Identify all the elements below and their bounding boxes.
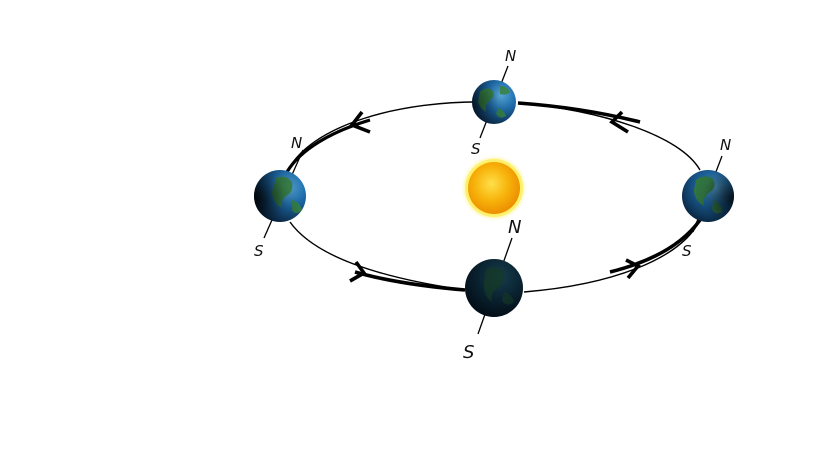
earth-icon <box>472 80 516 124</box>
orbit-arrows <box>349 110 641 283</box>
sun-icon <box>461 155 527 221</box>
orbit-segment-front-bottom-left <box>354 270 466 292</box>
arrow-right-bottom-icon <box>625 258 641 280</box>
south-label: S <box>254 242 264 260</box>
earth-bottom: N S <box>463 217 523 363</box>
earth-icon <box>254 170 306 222</box>
north-label: N <box>508 217 521 238</box>
south-label: S <box>463 342 474 363</box>
arrow-left-bottom-icon <box>349 260 367 283</box>
orbit-segment-front-bottom-right <box>609 218 702 274</box>
arrow-left-top-icon <box>349 110 371 134</box>
orbit-path <box>285 101 702 293</box>
orbit-segment-back-top-right <box>517 102 701 171</box>
earth-left: N S <box>254 134 306 260</box>
arrow-right-top-icon <box>609 110 629 134</box>
orbit-segment-front-top-right <box>517 101 641 124</box>
orbit-segment-back-left <box>286 101 491 173</box>
earth-icon <box>682 170 734 222</box>
north-label: N <box>720 136 731 154</box>
earth-icon <box>465 259 523 317</box>
south-label: S <box>682 242 692 260</box>
orbit-segment-back-bottom-left <box>289 221 466 291</box>
earth-right: N S <box>682 136 734 260</box>
orbit-segment-back-bottom-right <box>523 219 701 293</box>
south-label: S <box>471 140 481 158</box>
north-label: N <box>505 47 516 65</box>
orbit-segment-front-left <box>285 118 371 173</box>
earth-top: N S <box>471 47 516 158</box>
north-label: N <box>291 134 302 152</box>
